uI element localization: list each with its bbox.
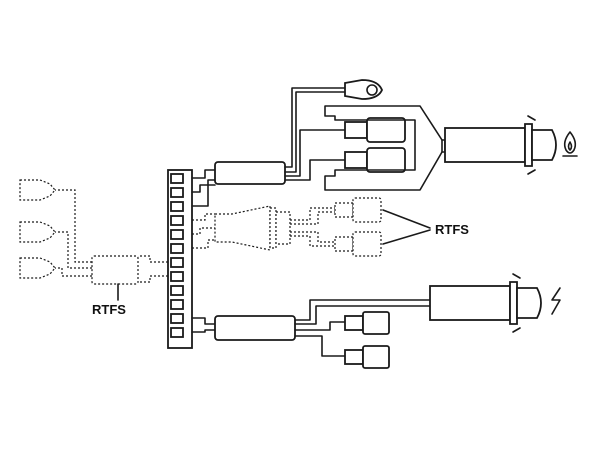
dashed-terminal-3 [19, 257, 56, 279]
spade-connector-top-2 [344, 147, 406, 173]
spade-connector-bottom-2 [344, 345, 390, 369]
dashed-terminal-1 [19, 179, 56, 201]
dashed-spade-2 [334, 231, 382, 257]
optional-center-harness [192, 197, 431, 257]
top-switch-barrel [444, 127, 526, 163]
top-switch-button [524, 115, 557, 175]
ring-terminal [344, 79, 383, 100]
bottom-switch-button [509, 273, 542, 333]
dashed-spade-1 [334, 197, 382, 223]
spade-connector-bottom-1 [344, 311, 390, 335]
top-harness-sleeve [214, 161, 286, 185]
rtfs-label-left: RTFS [92, 302, 126, 317]
flame-icon [562, 131, 578, 157]
bottom-switch-barrel [429, 285, 511, 321]
bottom-harness-sleeve [214, 315, 296, 341]
dashed-terminal-2 [19, 221, 56, 243]
cone-splitter [214, 205, 291, 251]
rtfs-label-right: RTFS [435, 222, 469, 237]
spark-icon [551, 287, 561, 315]
top-switch-housing [324, 105, 443, 191]
bottom-harness [191, 273, 561, 369]
main-connector-block [167, 169, 193, 349]
left-harness-sleeve [91, 255, 139, 285]
spade-connector-top-1 [344, 117, 406, 143]
top-harness [191, 79, 578, 207]
optional-left-harness [19, 179, 168, 301]
connector-pins [170, 173, 184, 338]
